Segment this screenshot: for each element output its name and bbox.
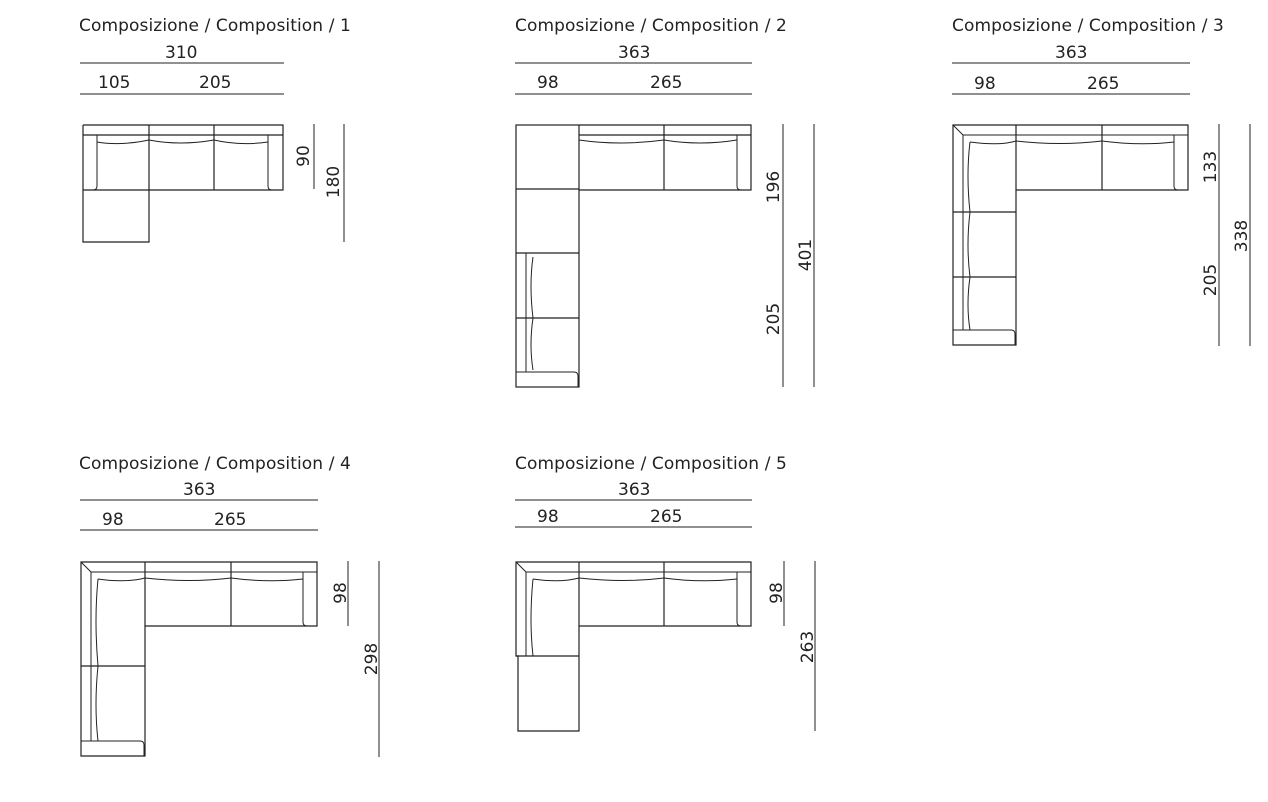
composition-5-segment-2-width: 265: [650, 507, 683, 527]
composition-3-segment-1-width: 98: [974, 74, 996, 94]
composition-4-total-width: 363: [183, 480, 216, 500]
composition-4-sofa-plan: [80, 561, 318, 757]
composition-5-total-width: 363: [618, 480, 651, 500]
composition-3-sofa-plan: [952, 124, 1189, 346]
composition-5-segment-1-width: 98: [537, 507, 559, 527]
composition-1-segment-1-width: 105: [98, 73, 131, 93]
composition-2-dimension-lines: [515, 62, 815, 387]
composition-3-title: Composizione / Composition / 3: [952, 16, 1224, 36]
composition-1-title: Composizione / Composition / 1: [79, 16, 351, 36]
composition-2-title: Composizione / Composition / 2: [515, 16, 787, 36]
composition-4-segment-1-width: 98: [102, 510, 124, 530]
composition-4-dimension-lines: [80, 499, 380, 757]
composition-2-sofa-plan: [515, 124, 752, 388]
composition-4-title: Composizione / Composition / 4: [79, 454, 351, 474]
composition-5-title: Composizione / Composition / 5: [515, 454, 787, 474]
composition-2-total-width: 363: [618, 43, 651, 63]
composition-4-segment-2-width: 265: [214, 510, 247, 530]
composition-3-dimension-lines: [952, 62, 1251, 346]
composition-1-segment-2-width: 205: [199, 73, 232, 93]
composition-5-dimension-lines: [515, 499, 816, 731]
composition-2-segment-2-width: 265: [650, 73, 683, 93]
composition-3-segment-2-width: 265: [1087, 74, 1120, 94]
composition-1-total-width: 310: [165, 43, 198, 63]
composition-1-sofa-plan: [82, 124, 284, 243]
composition-5-sofa-plan: [515, 561, 752, 732]
composition-2-segment-1-width: 98: [537, 73, 559, 93]
composition-3-total-width: 363: [1055, 43, 1088, 63]
composition-1-dimension-lines: [80, 62, 345, 242]
